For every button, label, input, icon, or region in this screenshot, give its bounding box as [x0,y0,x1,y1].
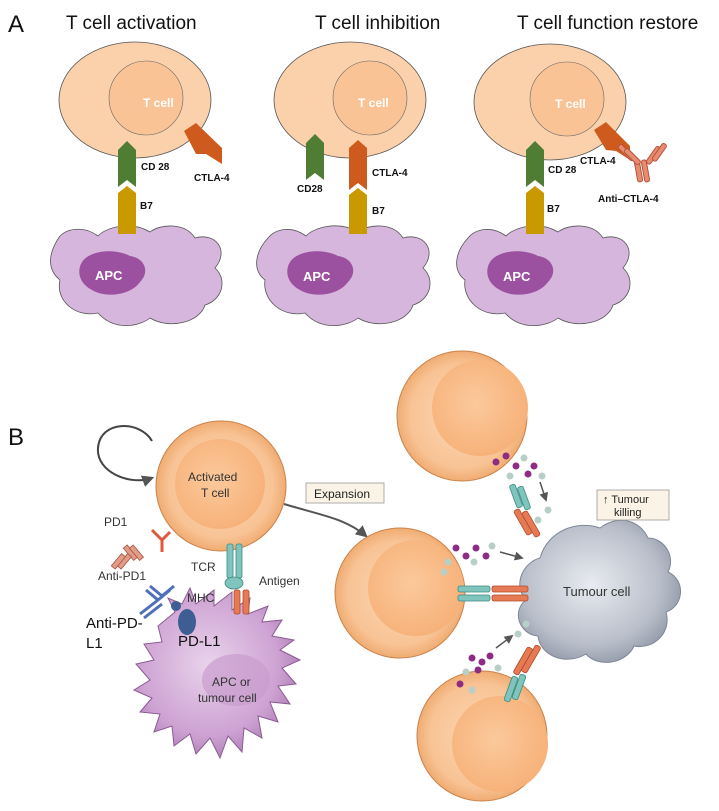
expansion-box: Expansion [305,482,385,504]
subpanel-inhibition: APC T cell CD28 CTLA-4 B7 [256,41,431,326]
anti-pdl1-label-1: Anti-PD- [86,615,143,632]
synapse-bottom [503,644,541,703]
b7-label-1: B7 [140,201,153,212]
anti-pd1-antibody [110,544,145,570]
apc-tumour-label-1: APC or [212,675,251,689]
b7-ligand-2 [349,188,367,234]
pdl1-label: PD-L1 [178,633,221,650]
activated-tcell-nucleus [175,439,265,529]
tcell-label-2: T cell [358,96,389,110]
proliferation-arrow [96,425,155,487]
mhc-label: MHC [187,591,215,605]
ctla4-receptor-1 [184,123,222,164]
apc-nucleus-2 [287,251,354,295]
cd28-label-3: CD 28 [548,165,577,176]
expanded-tcell-top-nucleus [432,360,528,456]
pdl1-ligand [171,601,196,635]
synapse-middle [457,585,529,602]
apc-nucleus-3 [487,251,554,295]
cytotoxic-granules [440,452,552,694]
tumour-cell-label: Tumour cell [563,584,631,599]
tumour-killing-box: ↑ Tumour killing [596,489,670,521]
subpanel-activation: APC T cell CD 28 CTLA-4 B7 [50,41,230,326]
apc-label-1: APC [95,268,123,283]
expanded-tcell-bottom-nucleus [452,696,548,792]
cd28-receptor-3 [526,141,544,187]
tcell-label-3: T cell [555,97,586,111]
apc-tumour-label-2: tumour cell [198,691,257,705]
panel-b-letter: B [8,424,24,451]
pd1-label: PD1 [104,515,128,529]
activated-label-1: Activated [188,470,237,484]
tcell-nucleus-1 [108,60,184,136]
ctla4-receptor-2 [349,140,367,190]
title-activation: T cell activation [66,13,197,34]
b7-ligand-3 [526,186,544,234]
expansion-arrow [283,503,368,538]
tcell-nucleus-3 [529,61,605,137]
b7-ligand-1 [118,186,136,234]
subpanel-restore: APC T cell CD 28 CTLA-4 B7 Anti–CTLA-4 [456,43,667,326]
ctla4-label-1: CTLA-4 [194,173,230,184]
tcr-label: TCR [191,560,216,574]
cd28-receptor-2 [306,134,324,180]
panel-a-letter: A [8,11,24,38]
cd28-label-1: CD 28 [141,162,170,173]
tumour-killing-label-2: killing [614,507,642,519]
anti-pdl1-antibody [139,584,175,620]
anti-ctla4-antibody [617,142,667,183]
synapse-top [509,483,541,538]
tcr-mhc-complex [224,543,250,615]
apc-nucleus-1 [79,251,146,295]
apc-tumour-nucleus [202,654,270,706]
cd28-label-2: CD28 [297,184,323,195]
granule-arrow-top [539,481,548,502]
expanded-tcell-middle-nucleus [368,540,464,636]
title-inhibition: T cell inhibition [315,13,440,34]
b7-label-2: B7 [372,206,385,217]
tumour-killing-label-1: ↑ Tumour [603,494,649,506]
antigen-label: Antigen [259,574,300,588]
granule-arrow-bottom [495,634,514,649]
granule-arrow-middle [499,551,524,561]
anti-ctla4-label: Anti–CTLA-4 [598,194,659,205]
ctla4-label-2: CTLA-4 [372,168,408,179]
anti-pd1-label: Anti-PD1 [98,569,146,583]
b7-label-3: B7 [547,204,560,215]
apc-label-3: APC [503,269,531,284]
cd28-receptor-1 [118,141,136,187]
pd1-receptor [150,528,172,552]
expansion-label: Expansion [314,487,370,501]
activated-label-2: T cell [201,486,229,500]
apc-label-2: APC [303,269,331,284]
title-restore: T cell function restore [517,13,698,34]
ctla4-label-3: CTLA-4 [580,156,616,167]
anti-pdl1-label-2: L1 [86,635,103,652]
tcell-label-1: T cell [143,96,174,110]
tcell-nucleus-2 [332,60,408,136]
